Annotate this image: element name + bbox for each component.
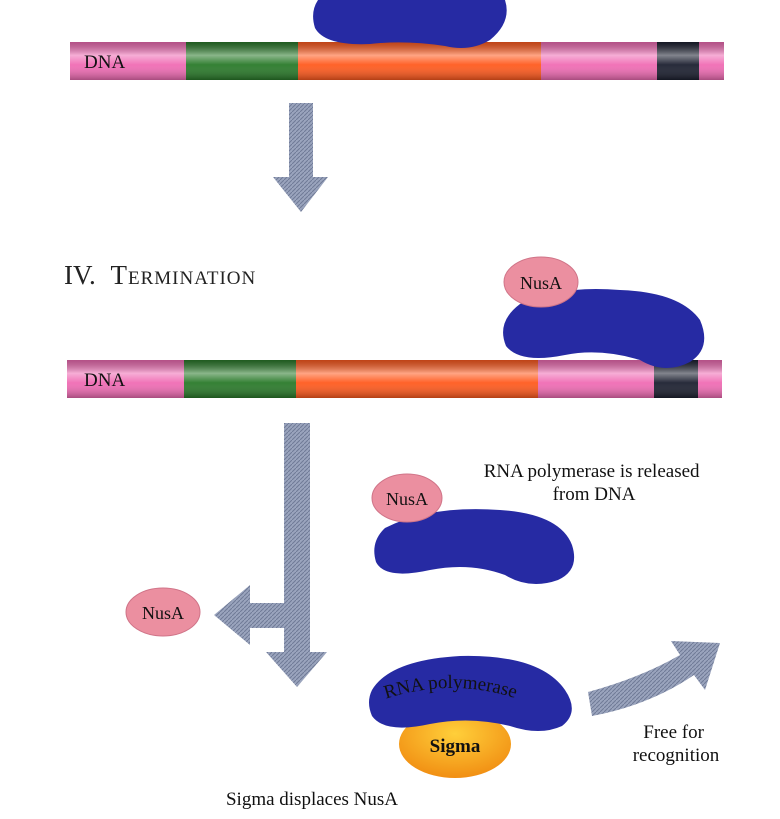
curved-arrow-icon [588,641,720,716]
nusa-label: NusA [142,603,184,623]
nusa-released: NusA [125,587,201,637]
dna-label: DNA [84,370,125,391]
nusa-label: NusA [386,489,428,509]
down-arrow-icon [266,423,327,687]
section-heading: IV. Termination [64,260,256,290]
dna-strand-top: DNA [70,42,724,80]
free-caption: Free for recognition [633,722,720,766]
bottom-caption: Sigma displaces NusA [226,789,398,810]
dna-strand-termination: DNA [67,360,722,398]
rna-polymerase-released [374,509,575,584]
section-numeral: IV. [64,260,96,290]
section-title: Termination [111,260,257,290]
sigma-factor: Sigma [399,710,511,778]
nusa-on-released-polymerase: NusA [371,473,443,523]
left-arrow-icon [214,585,284,645]
down-arrow-icon [273,103,328,212]
nusa-on-polymerase: NusA [503,256,579,308]
rna-polymerase-with-sigma [369,655,572,731]
rna-polymerase-on-dna [503,288,705,369]
released-caption: RNA polymerase is released from DNA [484,461,705,505]
nusa-label: NusA [520,273,562,293]
sigma-label: Sigma [430,736,481,757]
rna-polymerase-top [313,0,507,48]
dna-label: DNA [84,52,125,73]
